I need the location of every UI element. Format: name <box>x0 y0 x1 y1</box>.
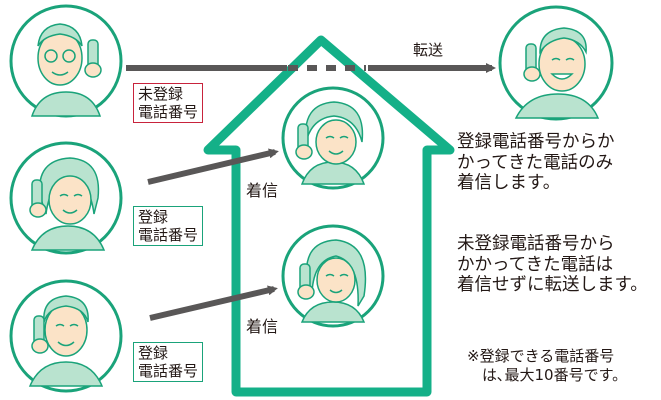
registered-number-label-1: 登録 電話番号 <box>133 206 204 246</box>
registered-number-label-2: 登録 電話番号 <box>133 342 204 382</box>
incoming-label-1: 着信 <box>246 181 279 200</box>
house-outline <box>203 35 455 397</box>
registered-description: 登録電話番号からか かってきた電話のみ 着信します。 <box>457 132 615 194</box>
girl-receiver-icon <box>281 224 385 328</box>
incoming-arrow-1 <box>147 148 279 185</box>
elderly-man-caller-icon <box>9 4 123 118</box>
woman-receiver-icon <box>281 86 385 190</box>
incoming-arrow-2 <box>149 285 278 321</box>
unregistered-description: 未登録電話番号から かかってきた電話は 着信せずに転送します。 <box>457 234 648 296</box>
unregistered-number-label: 未登録 電話番号 <box>133 83 204 123</box>
man-caller-icon <box>9 279 123 393</box>
incoming-label-2: 着信 <box>246 317 279 336</box>
man-forward-target-icon <box>498 5 614 121</box>
woman-caller-icon <box>9 141 123 255</box>
forward-label: 転送 <box>413 41 444 59</box>
registration-limit-note: ※登録できる電話番号 は､最大10番号です。 <box>467 347 628 384</box>
